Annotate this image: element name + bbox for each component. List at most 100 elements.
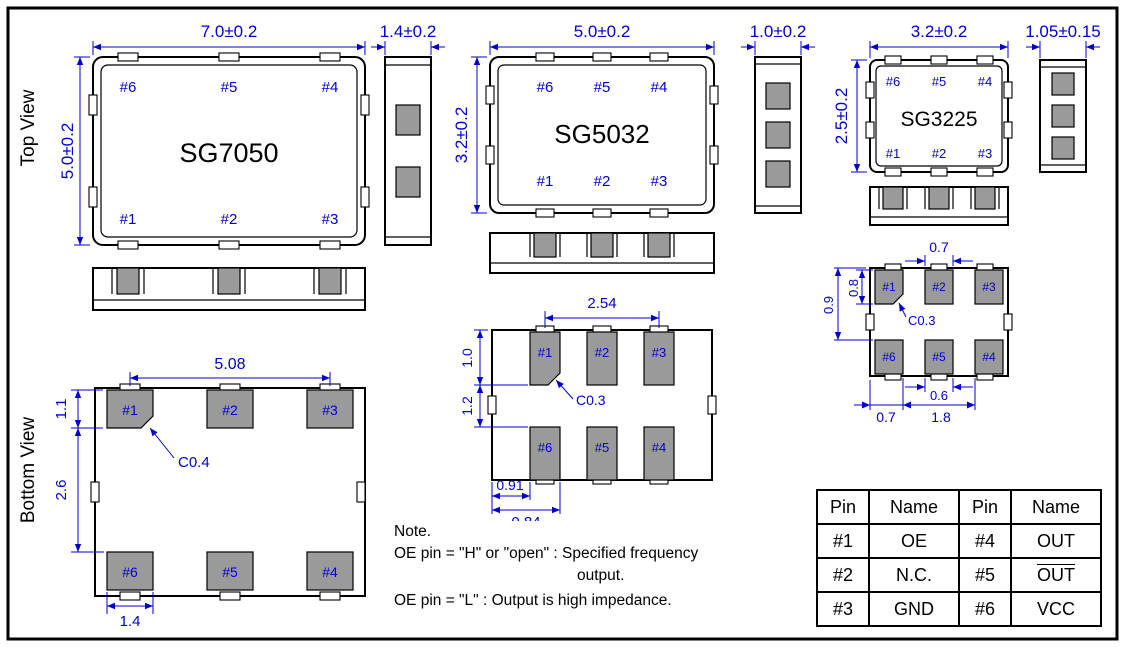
sg7050-bottom-pad-1-label: #1 (122, 402, 138, 418)
sg5032-bottom-pad-2-label: #2 (595, 345, 609, 360)
sg3225-height-dimension: 2.5±0.2 (832, 88, 851, 145)
note-block: Note. OE pin = "H" or "open" : Specified… (394, 521, 698, 612)
pin-5-name-cell: OUT (1010, 557, 1102, 593)
pin-table-row-1: #1 OE #4 OUT (816, 523, 1102, 559)
note-line2: OE pin = "L" : Output is high impedance. (394, 592, 672, 609)
sg7050-pad-2 (206, 389, 254, 429)
sg3225-pad-1 (874, 269, 904, 305)
sg7050-chamfer-label: C0.4 (178, 454, 210, 471)
pin-6-name-cell: VCC (1010, 591, 1102, 627)
sg3225-chamfer-label: C0.3 (908, 313, 935, 328)
sg5032-bottom-pad-6-label: #6 (538, 440, 552, 455)
sg7050-side-electrode (395, 104, 421, 136)
sg5032-pin-6-label: #6 (537, 79, 554, 96)
sg3225-pad-width-top-dimension: 0.7 (929, 239, 949, 255)
sg3225-pad-6 (874, 339, 904, 375)
sg7050-pin-6-label: #6 (120, 79, 137, 96)
sg7050-top-view: 7.0±0.2 5.0±0.2 1.4±0.2 #6 #5 #4 #1 #2 #… (58, 22, 445, 311)
sg7050-part-name: SG7050 (179, 138, 278, 168)
sg5032-bottom-pad-5-label: #5 (595, 440, 609, 455)
sg7050-bottom-pad-4-label: #4 (322, 564, 338, 580)
sg7050-front-view (92, 267, 366, 311)
pin-4-cell: #4 (958, 523, 1012, 559)
note-title: Note. (394, 523, 432, 540)
sg5032-castellation-notches (485, 52, 719, 218)
sg5032-edge-dimension: 0.91 (496, 477, 523, 493)
sg7050-pad-3 (306, 389, 354, 429)
sg5032-front-view (489, 232, 715, 274)
sg3225-pin-4-label: #4 (978, 74, 992, 89)
sg3225-pad-5 (924, 339, 954, 375)
pin-assignment-table: Pin Name Pin Name #1 OE #4 OUT #2 N.C. #… (816, 489, 1102, 627)
pin-2-cell: #2 (816, 557, 870, 593)
top-view-label: Top View (18, 89, 39, 166)
sg5032-upper-left-dimension: 1.0 (459, 348, 475, 368)
sg7050-lid-line (100, 64, 358, 238)
sg7050-pad-5 (206, 551, 254, 591)
sg3225-bottom-pad-4-label: #4 (982, 350, 996, 364)
sg5032-pin-1-label: #1 (537, 173, 554, 190)
sg7050-pad-height-dimension: 1.1 (53, 399, 70, 420)
sg3225-bottom-pad-1-label: #1 (882, 280, 896, 294)
sg3225-bottom-pad-2-label: #2 (932, 280, 946, 294)
sg3225-top-view: 3.2±0.2 2.5±0.2 1.05±0.15 #6 #5 #4 #1 #2… (832, 22, 1101, 226)
sg5032-bottom-view: 2.54 1.0 1.2 C0.3 0.91 0.84 #1 #2 #3 #6 … (459, 295, 717, 533)
sg7050-bottom-dimension-lines (71, 372, 331, 614)
sg3225-pad-2 (924, 269, 954, 305)
sg5032-pin-2-label: #2 (594, 173, 611, 190)
sg5032-pad-4 (643, 426, 675, 481)
pin-4-name-cell: OUT (1010, 523, 1102, 559)
sg3225-top-dimension-lines (851, 41, 1100, 173)
sg5032-pin-4-label: #4 (651, 79, 668, 96)
sg3225-pad-3 (974, 269, 1004, 305)
sg5032-bottom-pad-4-label: #4 (652, 440, 666, 455)
sg7050-bottom-view: 5.08 1.1 2.6 C0.4 1.4 #1 #2 #3 #6 #5 #4 (53, 356, 366, 630)
sg5032-pin-5-label: #5 (594, 79, 611, 96)
sg5032-top-dimension-lines (471, 41, 815, 214)
sg7050-pad-1 (106, 389, 154, 429)
pin-table-row-2: #2 N.C. #5 OUT (816, 557, 1102, 593)
sg7050-pin-5-label: #5 (221, 79, 238, 96)
sg7050-side-electrode (395, 166, 421, 198)
sg3225-width-dimension: 3.2±0.2 (911, 22, 968, 41)
sg3225-pin-6-label: #6 (886, 74, 900, 89)
page-border (6, 6, 1119, 641)
sg5032-bottom-pad-1-label: #1 (538, 345, 552, 360)
bottom-view-label: Bottom View (18, 417, 39, 524)
sg3225-bottom-view: 0.7 0.8 0.9 C0.3 0.6 0.7 1.8 #1 #2 #3 #6… (821, 239, 1013, 425)
sg3225-bottom-pad-3-label: #3 (982, 280, 996, 294)
name-header-left: Name (868, 489, 960, 525)
sg5032-thickness-dimension: 1.0±0.2 (750, 22, 807, 41)
sg3225-thickness-dimension: 1.05±0.15 (1025, 22, 1101, 41)
sg5032-part-name: SG5032 (554, 119, 649, 149)
sg5032-pad-2 (586, 331, 618, 386)
sg7050-height-dimension: 5.0±0.2 (58, 123, 77, 180)
sg7050-width-dimension: 7.0±0.2 (201, 22, 258, 41)
pin-5-cell: #5 (958, 557, 1012, 593)
sg3225-front-view (869, 186, 1009, 226)
sg3225-span-dimension: 1.8 (931, 409, 951, 425)
sg7050-castellation-notches (88, 52, 370, 250)
sg7050-bottom-pad-2-label: #2 (222, 402, 238, 418)
sg5032-bottom-dimension-lines (474, 311, 660, 514)
sg3225-bottom-pad-6-label: #6 (882, 350, 896, 364)
pin-1-cell: #1 (816, 523, 870, 559)
sg3225-castellation-notches (865, 55, 1013, 177)
sg3225-pad-width-bottom-dimension: 0.6 (930, 388, 948, 403)
sg5032-pin-3-label: #3 (651, 173, 668, 190)
crop-mask (500, 521, 552, 533)
sg7050-pin-1-label: #1 (120, 211, 137, 228)
note-line1: OE pin = "H" or "open" : Specified frequ… (394, 545, 699, 562)
name-header-right: Name (1010, 489, 1102, 525)
sg3225-edge-dimension: 0.7 (876, 409, 896, 425)
sg3225-pad-height-dimension: 0.8 (846, 279, 861, 297)
pin-3-name-cell: GND (868, 591, 960, 627)
sg7050-pin-4-label: #4 (322, 79, 339, 96)
sg7050-pin-2-label: #2 (221, 211, 238, 228)
sg3225-pin-3-label: #3 (978, 146, 992, 161)
sg3225-pin-5-label: #5 (932, 74, 946, 89)
sg5032-top-view: 5.0±0.2 3.2±0.2 1.0±0.2 #6 #5 #4 #1 #2 #… (452, 22, 815, 274)
sg7050-pad-gap-dimension: 2.6 (53, 480, 70, 501)
